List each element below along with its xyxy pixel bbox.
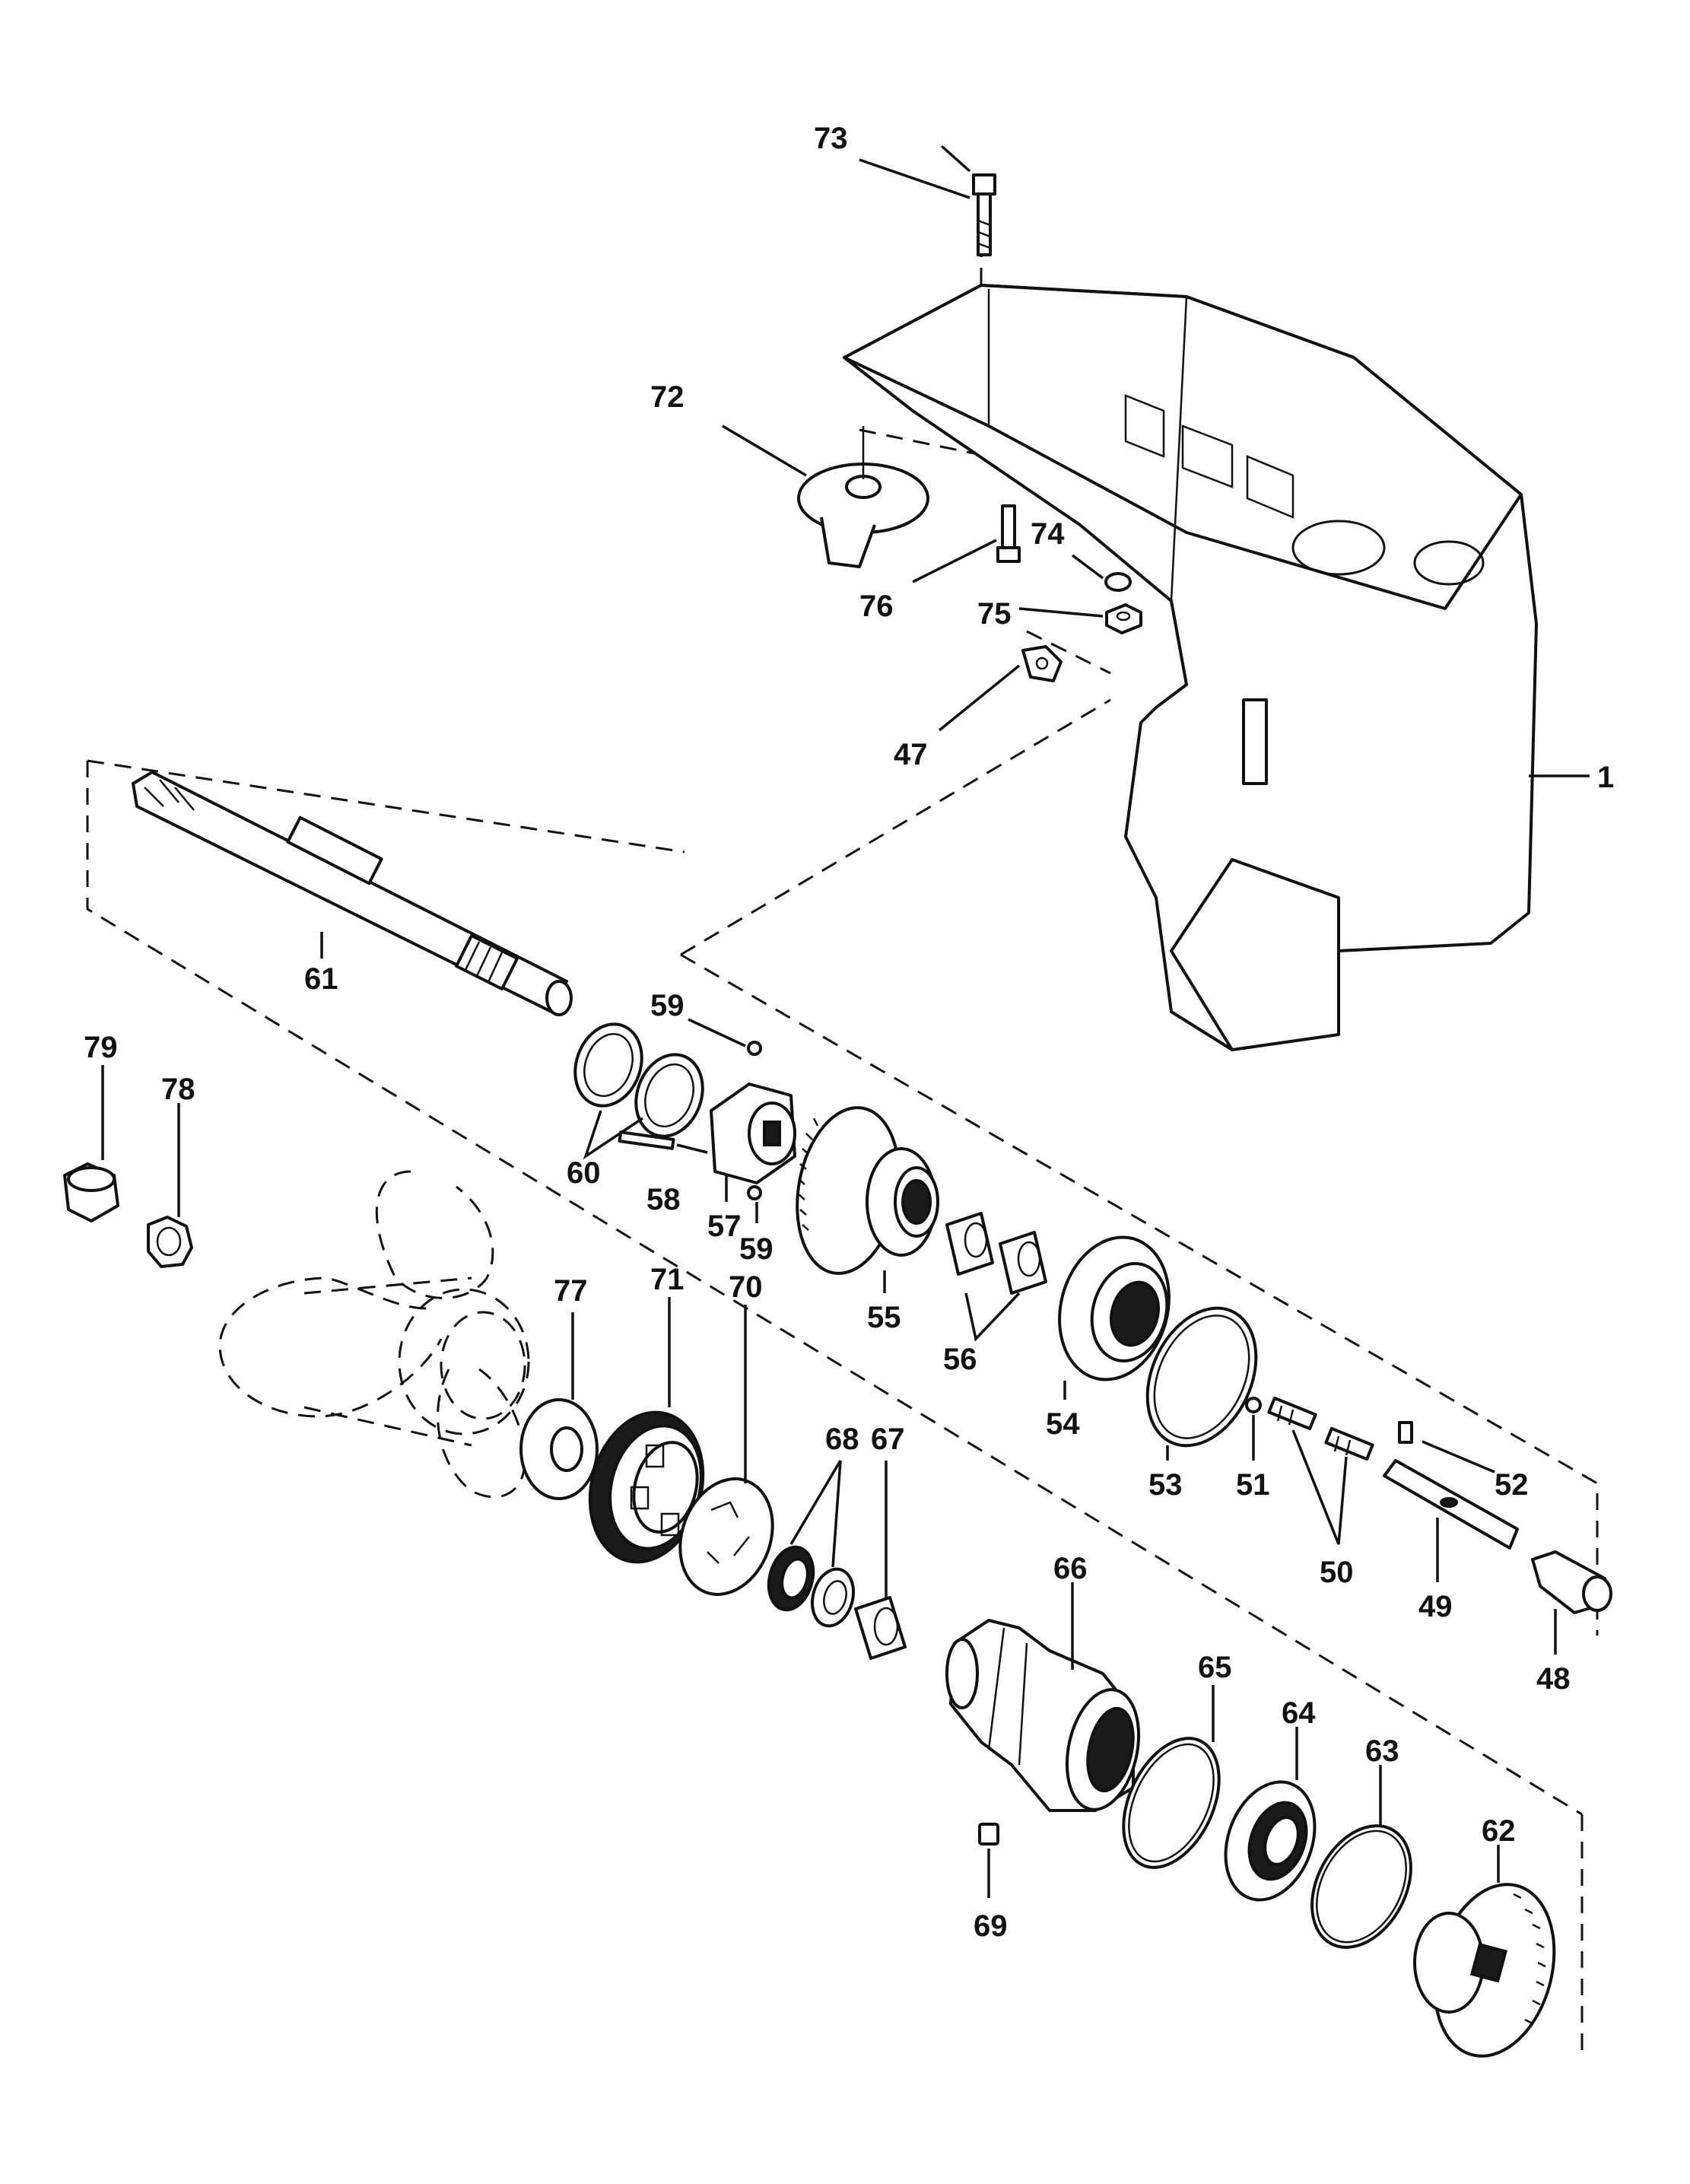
gear-62	[1413, 1883, 1556, 2058]
callout-51: 51	[1236, 1468, 1270, 1502]
ball-59-top	[747, 1041, 762, 1056]
callout-67: 67	[871, 1423, 905, 1456]
shim-63	[1310, 1824, 1412, 1949]
callout-54: 54	[1046, 1407, 1080, 1441]
trim-tab	[797, 426, 929, 568]
callout-50: 50	[1320, 1556, 1354, 1589]
callout-64: 64	[1282, 1696, 1316, 1730]
callout-48: 48	[1536, 1662, 1571, 1696]
gear-housing	[843, 284, 1538, 1051]
callout-65: 65	[1198, 1651, 1232, 1684]
clutch-57	[710, 1082, 796, 1184]
propeller	[218, 1170, 530, 1499]
callout-59-top: 59	[650, 989, 685, 1022]
callout-73: 73	[814, 122, 848, 155]
callout-61: 61	[304, 962, 338, 996]
gear-55	[796, 1106, 939, 1275]
callout-labels: 73 72 74 76 75 47 1 61 59 60 58 57 59 55…	[84, 122, 1614, 1943]
callout-63: 63	[1365, 1734, 1399, 1768]
callout-66: 66	[1053, 1552, 1088, 1585]
callout-56: 56	[943, 1343, 977, 1376]
callout-78: 78	[161, 1073, 195, 1106]
nut-75	[1105, 603, 1142, 634]
bearing-54	[1058, 1235, 1171, 1381]
callout-74: 74	[1031, 517, 1065, 551]
bearing-64	[1224, 1780, 1317, 1902]
housing-vent-slot	[1242, 698, 1268, 785]
key-69	[978, 1823, 999, 1845]
callout-72: 72	[650, 380, 685, 414]
callout-60: 60	[567, 1156, 601, 1190]
shaft-49	[1383, 1459, 1519, 1550]
callout-76: 76	[859, 590, 894, 623]
springs-50	[1267, 1396, 1374, 1461]
washer-74	[1104, 572, 1132, 592]
callout-53: 53	[1148, 1468, 1183, 1502]
o-ring-53	[1145, 1306, 1258, 1448]
callout-55: 55	[867, 1301, 901, 1334]
bolt-76	[996, 504, 1021, 563]
callout-49: 49	[1418, 1590, 1453, 1623]
ball-59-bottom	[747, 1185, 762, 1200]
callout-1: 1	[1597, 761, 1614, 794]
bearing-carrier-66	[945, 1619, 1141, 1812]
bearing-56	[945, 1212, 1047, 1295]
prop-nut-79	[63, 1162, 119, 1222]
callout-57: 57	[707, 1210, 742, 1243]
cam-48	[1531, 1550, 1612, 1614]
callout-68: 68	[825, 1423, 859, 1456]
propeller-shaft	[132, 771, 573, 1016]
callout-52: 52	[1495, 1468, 1529, 1502]
callout-47: 47	[894, 738, 928, 771]
tab-washer-78	[147, 1216, 193, 1268]
leader-lines	[101, 145, 1590, 1898]
callout-75: 75	[977, 597, 1012, 631]
seal-68	[767, 1545, 855, 1628]
callout-77: 77	[554, 1274, 588, 1308]
callout-79: 79	[84, 1031, 118, 1064]
pin-52	[1398, 1421, 1413, 1444]
cross-pin-58	[618, 1130, 675, 1150]
ball-51	[1245, 1397, 1262, 1413]
callout-59-bottom: 59	[739, 1232, 774, 1266]
bolt-73	[972, 173, 996, 256]
bearing-71	[588, 1410, 705, 1564]
clip-47	[1021, 645, 1063, 682]
callout-71: 71	[650, 1263, 685, 1296]
shift-rings	[573, 1022, 704, 1138]
o-ring-65	[1122, 1737, 1221, 1869]
washer-77	[519, 1398, 599, 1500]
bearing-67	[854, 1596, 907, 1660]
callout-58: 58	[646, 1183, 681, 1216]
callout-62: 62	[1482, 1814, 1516, 1848]
callout-69: 69	[974, 1909, 1008, 1943]
callout-70: 70	[729, 1270, 763, 1304]
